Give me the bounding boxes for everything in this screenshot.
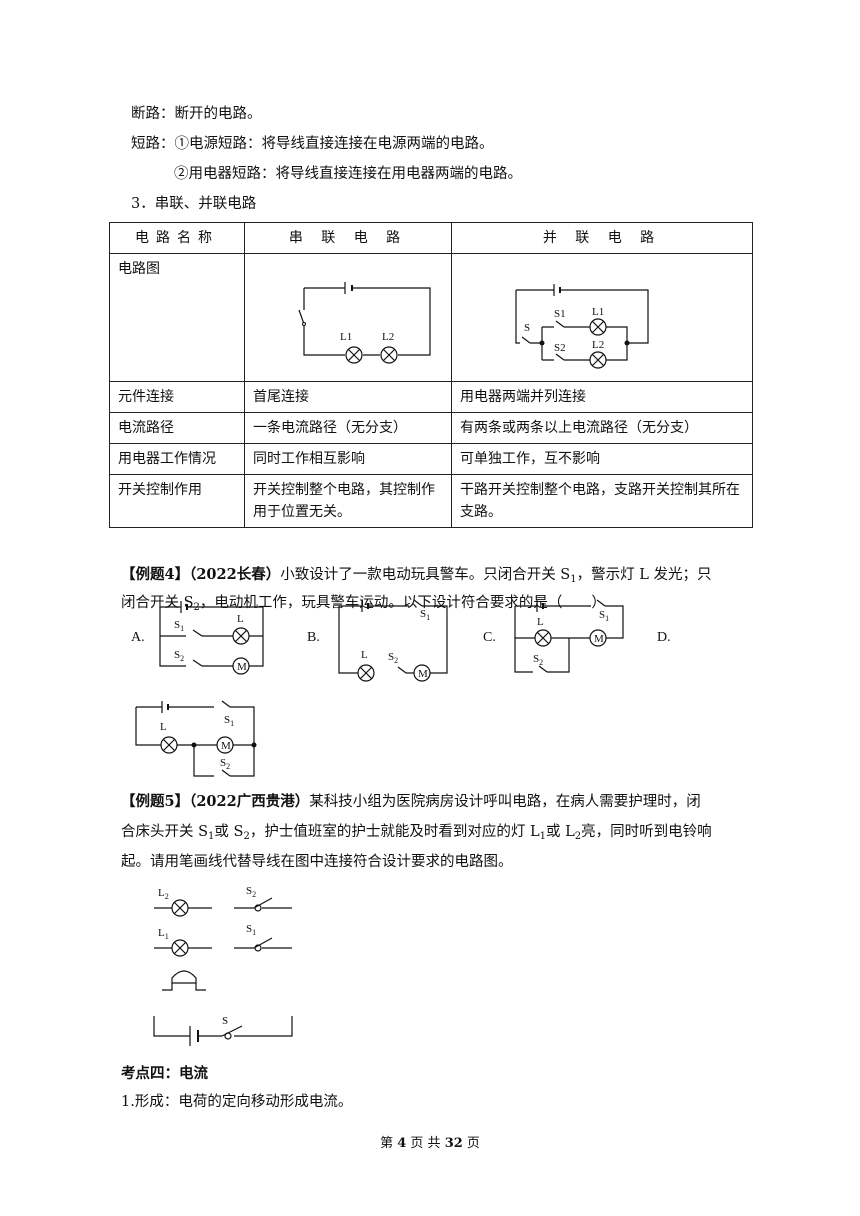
option-a-label: A.: [131, 630, 145, 645]
parallel-connection: 用电器两端并列连接: [451, 381, 753, 413]
option-d-s1-label: S1: [224, 714, 234, 728]
option-a-l-label: L: [237, 613, 244, 625]
ex5-l2-label: L2: [158, 887, 169, 901]
option-a-s1-label: S1: [174, 619, 184, 633]
option-c-m-label: M: [594, 633, 604, 645]
option-d-m-label: M: [221, 740, 231, 752]
section-3-heading: 3．串联、并联电路: [131, 196, 257, 212]
parallel-s-label: S: [524, 322, 530, 334]
series-operation: 同时工作相互影响: [244, 443, 452, 475]
section-4-item-1: 1.形成：电荷的定向移动形成电流。: [121, 1094, 353, 1110]
parallel-current-path: 有两条或两条以上电流路径（无分支）: [451, 412, 753, 444]
series-parallel-table: 电路名称 串 联 电 路 并 联 电 路 电路图 元件连接 首尾连接 用电器两端…: [109, 222, 753, 528]
example-4-line-1: 【例题4】（2022长春）小致设计了一款电动玩具警车。只闭合开关 S1，警示灯 …: [121, 566, 712, 585]
option-a-circuit: M S1 S2 L: [159, 601, 264, 675]
option-d-circuit: M S1 S2 L: [135, 700, 257, 777]
page-total: 32: [444, 1136, 463, 1151]
header-parallel: 并 联 电 路: [451, 222, 753, 254]
row-label-switch-control: 开关控制作用: [109, 474, 245, 528]
row-label-connection: 元件连接: [109, 381, 245, 413]
row-label-diagram: 电路图: [109, 253, 245, 382]
series-l1-label: L1: [340, 331, 352, 343]
option-b-s1-label: S1: [420, 608, 430, 622]
option-b-m-label: M: [418, 668, 428, 680]
series-connection: 首尾连接: [244, 381, 452, 413]
example-5-tag: 【例题5】: [121, 793, 190, 810]
example-5-line-2: 合床头开关 S1或 S2，护士值班室的护士就能及时看到对应的灯 L1或 L2亮，…: [121, 824, 712, 842]
example-5-line-3: 起。请用笔画线代替导线在图中连接符合设计要求的电路图。: [121, 854, 513, 870]
page-footer: 第 4 页 共 32 页: [380, 1136, 480, 1151]
example-5-source: （2022广西贵港）: [189, 793, 310, 810]
option-d-label: D.: [657, 630, 671, 645]
section-4-title: 考点四：电流: [121, 1065, 208, 1082]
option-d-l-label: L: [160, 721, 167, 733]
option-a-m-label: M: [237, 661, 247, 673]
option-c-s1-label: S1: [599, 609, 609, 623]
example-5-components: L2 S2 L1 S1 S: [153, 885, 293, 1046]
option-d-s2-label: S2: [220, 757, 230, 771]
example-5-line-1: 【例题5】（2022广西贵港）某科技小组为医院病房设计呼叫电路，在病人需要护理时…: [121, 793, 701, 810]
appliance-short-circuit-definition: ②用电器短路：将导线直接连接在用电器两端的电路。: [174, 166, 522, 182]
ex5-l1-label: L1: [158, 927, 169, 941]
ex5-s2-label: S2: [246, 885, 256, 899]
header-circuit-name: 电路名称: [109, 222, 245, 254]
option-b-s2-label: S2: [388, 651, 398, 665]
parallel-switch-control: 干路开关控制整个电路，支路开关控制其所在支路。: [451, 474, 753, 528]
short-circuit-definition: 短路：①电源短路：将导线直接连接在电源两端的电路。: [131, 136, 494, 152]
series-l2-label: L2: [382, 331, 394, 343]
example-4-tag: 【例题4】: [121, 566, 190, 583]
option-c-circuit: M S1 S2 L: [514, 599, 624, 673]
option-b-l-label: L: [361, 649, 368, 661]
open-circuit-definition: 断路：断开的电路。: [131, 106, 262, 122]
option-b-label: B.: [307, 630, 320, 645]
series-switch-control: 开关控制整个电路，其控制作用于位置无关。: [244, 474, 452, 528]
parallel-s1-label: S1: [554, 308, 566, 320]
parallel-l2-label: L2: [592, 339, 604, 351]
series-circuit-diagram: L1 L2: [298, 282, 431, 364]
series-current-path: 一条电流路径（无分支）: [244, 412, 452, 444]
row-label-operation: 用电器工作情况: [109, 443, 245, 475]
parallel-s2-label: S2: [554, 342, 566, 354]
page-number: 4: [397, 1136, 407, 1151]
option-b-circuit: M S1 S2 L: [338, 599, 448, 682]
ex5-s1-label: S1: [246, 923, 256, 937]
option-c-s2-label: S2: [533, 653, 543, 667]
example-4-source: （2022长春）: [189, 566, 281, 583]
parallel-l1-label: L1: [592, 306, 604, 318]
row-label-current-path: 电流路径: [109, 412, 245, 444]
option-c-label: C.: [483, 630, 496, 645]
parallel-operation: 可单独工作，互不影响: [451, 443, 753, 475]
parallel-circuit-diagram: S S1 S2 L1 L2: [515, 284, 649, 369]
option-a-s2-label: S2: [174, 649, 184, 663]
option-c-l-label: L: [537, 616, 544, 628]
header-series: 串 联 电 路: [244, 222, 452, 254]
ex5-s-label: S: [222, 1015, 228, 1027]
